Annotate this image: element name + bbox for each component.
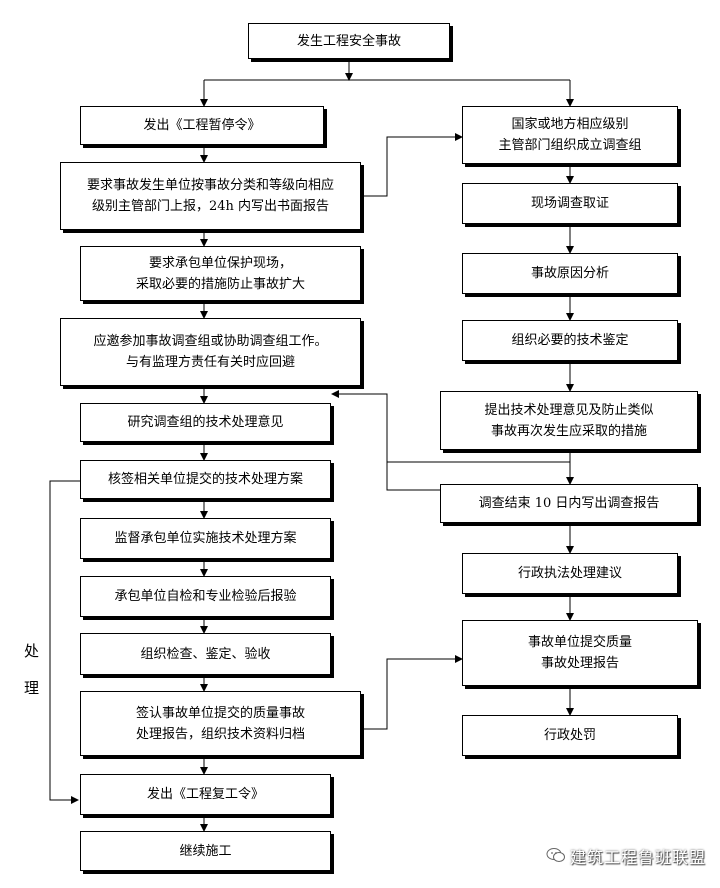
box-label: 监督承包单位实施技术处理方案 [114,531,297,546]
box-site-evidence: 现场调查取证 [462,183,678,224]
box-self-check: 承包单位自检和专业检验后报验 [80,576,331,617]
box-label: 行政处罚 [543,728,596,743]
box-inspect-accept: 组织检查、鉴定、验收 [80,633,331,675]
box-label: 发生工程安全事故 [296,33,401,49]
box-label: 事故单位提交质量 事故处理报告 [527,635,632,671]
box-label: 行政执法处理建议 [517,566,622,581]
box-stop-work-order: 发出《工程暂停令》 [80,106,324,145]
box-investigation-report: 调查结束 10 日内写出调查报告 [440,484,698,523]
box-label: 发出《工程暂停令》 [143,118,261,133]
box-sign-report: 签认事故单位提交的质量事故 处理报告，组织技术资料归档 [80,691,361,756]
watermark: 建筑工程鲁班联盟 [546,844,706,868]
box-label: 组织必要的技术鉴定 [511,333,629,348]
box-label: 现场调查取证 [530,196,609,211]
box-label: 签认事故单位提交的质量事故 处理报告，组织技术资料归档 [135,705,305,742]
side-label-char-1: 处 [24,642,40,660]
box-label: 继续施工 [179,843,232,859]
box-supervise-implementation: 监督承包单位实施技术处理方案 [80,518,331,559]
box-resume-order: 发出《工程复工令》 [80,774,331,815]
box-report-upward: 要求事故发生单位按事故分类和等级向相应 级别主管部门上报，24h 内写出书面报告 [60,162,361,230]
box-label: 组织检查、鉴定、验收 [140,646,271,662]
box-continue-construction: 继续施工 [80,831,331,871]
box-label: 调查结束 10 日内写出调查报告 [478,496,660,511]
box-cause-analysis: 事故原因分析 [462,253,678,294]
box-enforcement-advice: 行政执法处理建议 [462,553,678,594]
box-label: 核签相关单位提交的技术处理方案 [107,472,303,487]
box-label: 发出《工程复工令》 [146,787,264,802]
box-investigation-group: 国家或地方相应级别 主管部门组织成立调查组 [462,106,678,164]
watermark-text: 建筑工程鲁班联盟 [569,848,706,867]
box-join-investigation: 应邀参加事故调查组或协助调查组工作。 与有监理方责任有关时应回避 [60,318,361,386]
box-study-opinion: 研究调查组的技术处理意见 [80,403,331,442]
box-propose-measures: 提出技术处理意见及防止类似 事故再次发生应采取的措施 [440,391,698,450]
box-technical-appraisal: 组织必要的技术鉴定 [462,320,678,361]
box-label: 事故原因分析 [530,266,609,281]
box-label: 应邀参加事故调查组或协助调查组工作。 与有监理方责任有关时应回避 [93,334,328,370]
side-label-char-2: 理 [24,679,40,697]
box-label: 承包单位自检和专业检验后报验 [114,589,297,604]
box-label: 国家或地方相应级别 主管部门组织成立调查组 [498,117,642,153]
box-protect-site: 要求承包单位保护现场， 采取必要的措施防止事故扩大 [80,246,361,301]
box-label: 要求承包单位保护现场， 采取必要的措施防止事故扩大 [135,255,305,292]
box-label: 研究调查组的技术处理意见 [127,415,284,430]
box-quality-report: 事故单位提交质量 事故处理报告 [462,620,698,686]
box-approve-plan: 核签相关单位提交的技术处理方案 [80,460,331,499]
box-administrative-penalty: 行政处罚 [462,715,678,756]
box-label: 要求事故发生单位按事故分类和等级向相应 级别主管部门上报，24h 内写出书面报告 [86,178,334,214]
box-accident-occurs: 发生工程安全事故 [248,23,450,59]
wechat-icon [546,848,565,862]
box-label: 提出技术处理意见及防止类似 事故再次发生应采取的措施 [484,402,654,439]
